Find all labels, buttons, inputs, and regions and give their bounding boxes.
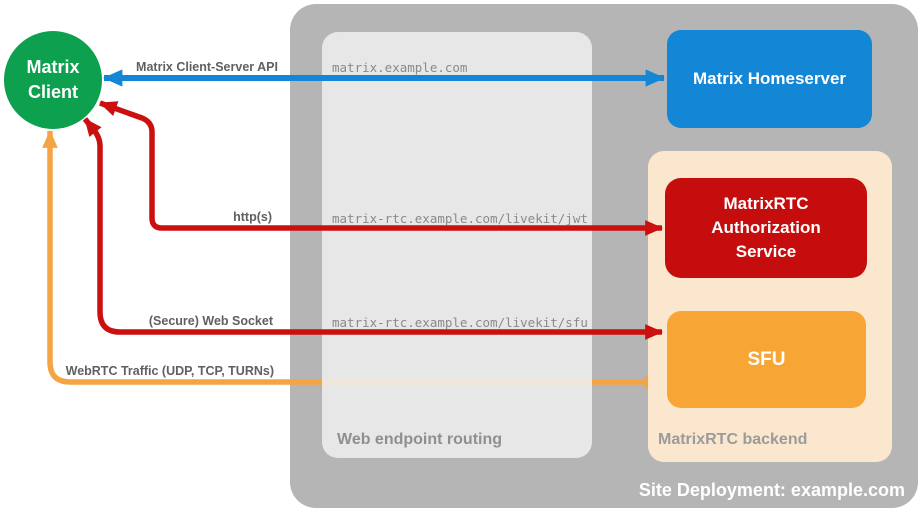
https-arrow-label: http(s) [233,210,272,224]
matrixrtc-authorization-service-node: MatrixRTC Authorization Service [665,178,867,278]
sfu-label: SFU [747,348,786,370]
client-server-api-arrow-label: Matrix Client-Server API [136,60,278,74]
site-deployment-title: Site Deployment: example.com [638,480,905,500]
web-socket-arrow-label: (Secure) Web Socket [148,314,273,328]
matrix-homeserver-label: Matrix Homeserver [692,69,847,88]
web-endpoint-routing-panel [322,32,592,458]
route-livekit-jwt: matrix-rtc.example.com/livekit/jwt [332,211,588,226]
sfu-node: SFU [667,311,866,408]
web-endpoint-routing-title: Web endpoint routing [337,431,503,448]
matrixrtc-backend-title: MatrixRTC backend [658,431,808,448]
matrix-homeserver-node: Matrix Homeserver [667,30,872,128]
route-livekit-sfu: matrix-rtc.example.com/livekit/sfu [332,315,588,330]
webrtc-traffic-arrow-label: WebRTC Traffic (UDP, TCP, TURNs) [65,364,274,378]
route-matrix-example-com: matrix.example.com [332,60,468,75]
matrix-client-node: Matrix Client [4,31,102,129]
matrix-client-label: Matrix Client [26,56,80,102]
matrixrtc-authorization-service-label: MatrixRTC Authorization Service [711,194,821,261]
